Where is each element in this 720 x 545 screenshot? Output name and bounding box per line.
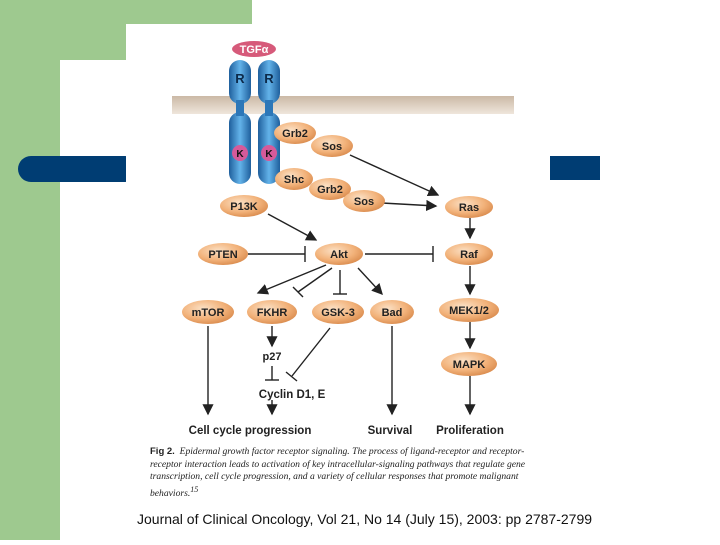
node-label-fkhr: FKHR [257, 307, 288, 319]
node-fkhr: FKHR [247, 300, 297, 324]
outcome-cell-cycle: Cell cycle progression [189, 425, 312, 437]
node-label-grb2-mid: Grb2 [317, 184, 343, 196]
node-label-akt: Akt [330, 249, 348, 261]
node-label-mapk: MAPK [453, 359, 485, 371]
receptor-label-left: R [235, 71, 245, 86]
node-ras: Ras [445, 196, 493, 218]
node-raf: Raf [445, 243, 493, 265]
node-label-bad: Bad [382, 307, 403, 319]
kinase-label-right: K [265, 149, 273, 160]
node-label-sos-top: Sos [322, 141, 342, 153]
figure-caption: Fig 2. Epidermal growth factor receptor … [150, 446, 542, 500]
caption-label: Fig 2. [150, 446, 175, 457]
ligand-ellipse [232, 41, 276, 57]
white-rounded-corner [60, 60, 130, 130]
ligand-label: TGFα [240, 44, 269, 56]
green-corner-block [60, 24, 126, 60]
left-green-bar [0, 0, 60, 540]
caption-text: Epidermal growth factor receptor signali… [150, 446, 526, 499]
figure-panel: TGFα R R K K Grb2 [126, 24, 550, 540]
node-label-mtor: mTOR [192, 307, 225, 319]
node-label-grb2-top: Grb2 [282, 128, 308, 140]
node-label-raf: Raf [460, 249, 478, 261]
node-mapk: MAPK [441, 352, 497, 376]
node-mtor: mTOR [182, 300, 234, 324]
journal-citation: Journal of Clinical Oncology, Vol 21, No… [137, 511, 593, 527]
node-label-gsk3: GSK-3 [321, 307, 355, 319]
pathway-connectors [202, 154, 476, 416]
node-p13k: P13K [220, 195, 268, 217]
outcome-survival: Survival [368, 425, 413, 437]
node-label-p13k: P13K [230, 201, 258, 213]
top-green-band [60, 0, 252, 24]
node-mek: MEK1/2 [439, 298, 499, 322]
navy-decorative-bar-right [548, 156, 600, 180]
node-label-shc: Shc [284, 174, 304, 186]
node-sos-mid: Sos [343, 190, 385, 212]
kinase-circle-right [261, 145, 277, 161]
node-label-pten: PTEN [208, 249, 237, 261]
node-sos-top: Sos [311, 135, 353, 157]
node-grb2-mid: Grb2 [309, 178, 351, 200]
outcome-proliferation: Proliferation [436, 425, 504, 437]
node-label-sos-mid: Sos [354, 196, 374, 208]
node-label-ras: Ras [459, 202, 479, 214]
navy-decorative-bar-left [18, 156, 138, 182]
signaling-diagram: TGFα R R K K Grb2 [172, 41, 514, 437]
node-gsk3: GSK-3 [312, 300, 364, 324]
node-shc: Shc [275, 168, 313, 190]
receptor-label-right: R [264, 71, 274, 86]
cell-membrane [172, 96, 514, 114]
node-label-p27: p27 [263, 351, 282, 363]
node-label-mek: MEK1/2 [449, 305, 489, 317]
node-label-cyclin: Cyclin D1, E [259, 389, 326, 401]
node-grb2-top: Grb2 [274, 122, 316, 144]
caption-ref: 15 [190, 484, 199, 494]
kinase-label-left: K [236, 149, 244, 160]
node-akt: Akt [315, 243, 363, 265]
kinase-circle-left [232, 145, 248, 161]
node-bad: Bad [370, 300, 414, 324]
node-pten: PTEN [198, 243, 248, 265]
